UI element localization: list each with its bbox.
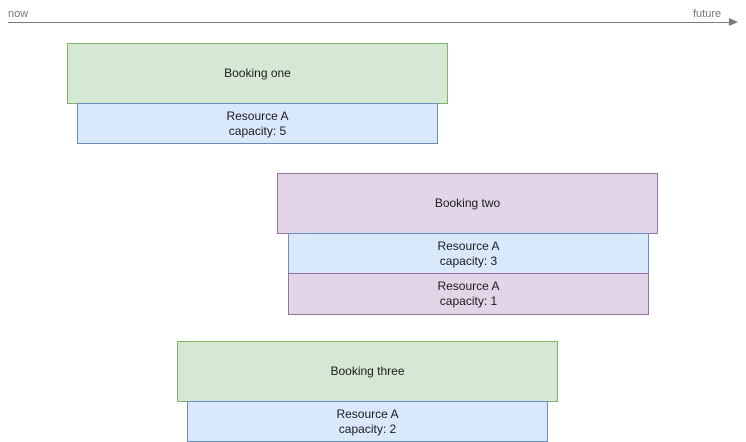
resource-capacity: capacity: 1 [439,294,498,308]
resource-capacity: capacity: 2 [338,421,397,436]
timeline-arrow-icon [729,18,738,26]
booking-two-box[interactable]: Booking two [277,173,658,234]
resource-capacity: capacity: 5 [228,123,287,138]
timeline-axis [8,22,736,23]
booking-one-label: Booking one [224,66,291,80]
resource-name: Resource A [336,406,399,421]
resource-capacity: capacity: 3 [439,253,498,268]
booking-two-resource-box-1[interactable]: Resource A capacity: 3 [288,233,649,274]
timeline-start-label: now [8,8,29,20]
booking-three-label: Booking three [330,364,405,378]
booking-one-resource-box[interactable]: Resource A capacity: 5 [77,103,438,144]
booking-three-box[interactable]: Booking three [177,341,558,402]
timeline-end-label: future [693,8,722,20]
booking-three-resource-box[interactable]: Resource A capacity: 2 [187,401,548,442]
resource-name: Resource A [226,108,289,123]
booking-two-resource-box-2[interactable]: Resource A capacity: 1 [288,273,649,315]
booking-two-label: Booking two [434,196,501,210]
resource-name: Resource A [437,238,500,253]
resource-name: Resource A [437,279,500,293]
booking-one-box[interactable]: Booking one [67,43,448,104]
